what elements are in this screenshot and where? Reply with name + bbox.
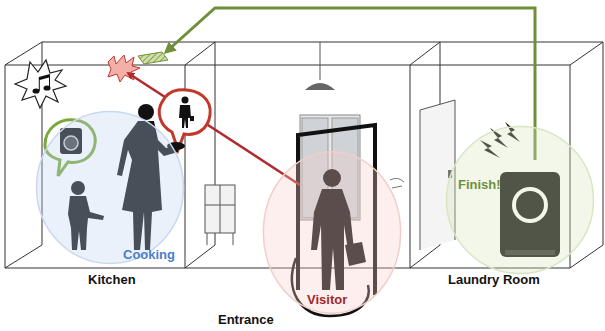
zone-label: Cooking	[123, 247, 175, 262]
room-label: Kitchen	[88, 272, 136, 287]
laundry-zone: Finish!	[445, 125, 595, 275]
entrance-zone: Visitor	[262, 150, 402, 315]
zone-label: Finish!	[458, 177, 501, 192]
zone-circle	[262, 150, 402, 315]
zone-circle	[35, 110, 185, 265]
zone-circle	[445, 125, 595, 275]
zone-label: Visitor	[307, 292, 347, 307]
kitchen-zone: Cooking	[35, 110, 185, 265]
room-label: Entrance	[218, 312, 274, 327]
room-label: Laundry Room	[448, 272, 540, 287]
